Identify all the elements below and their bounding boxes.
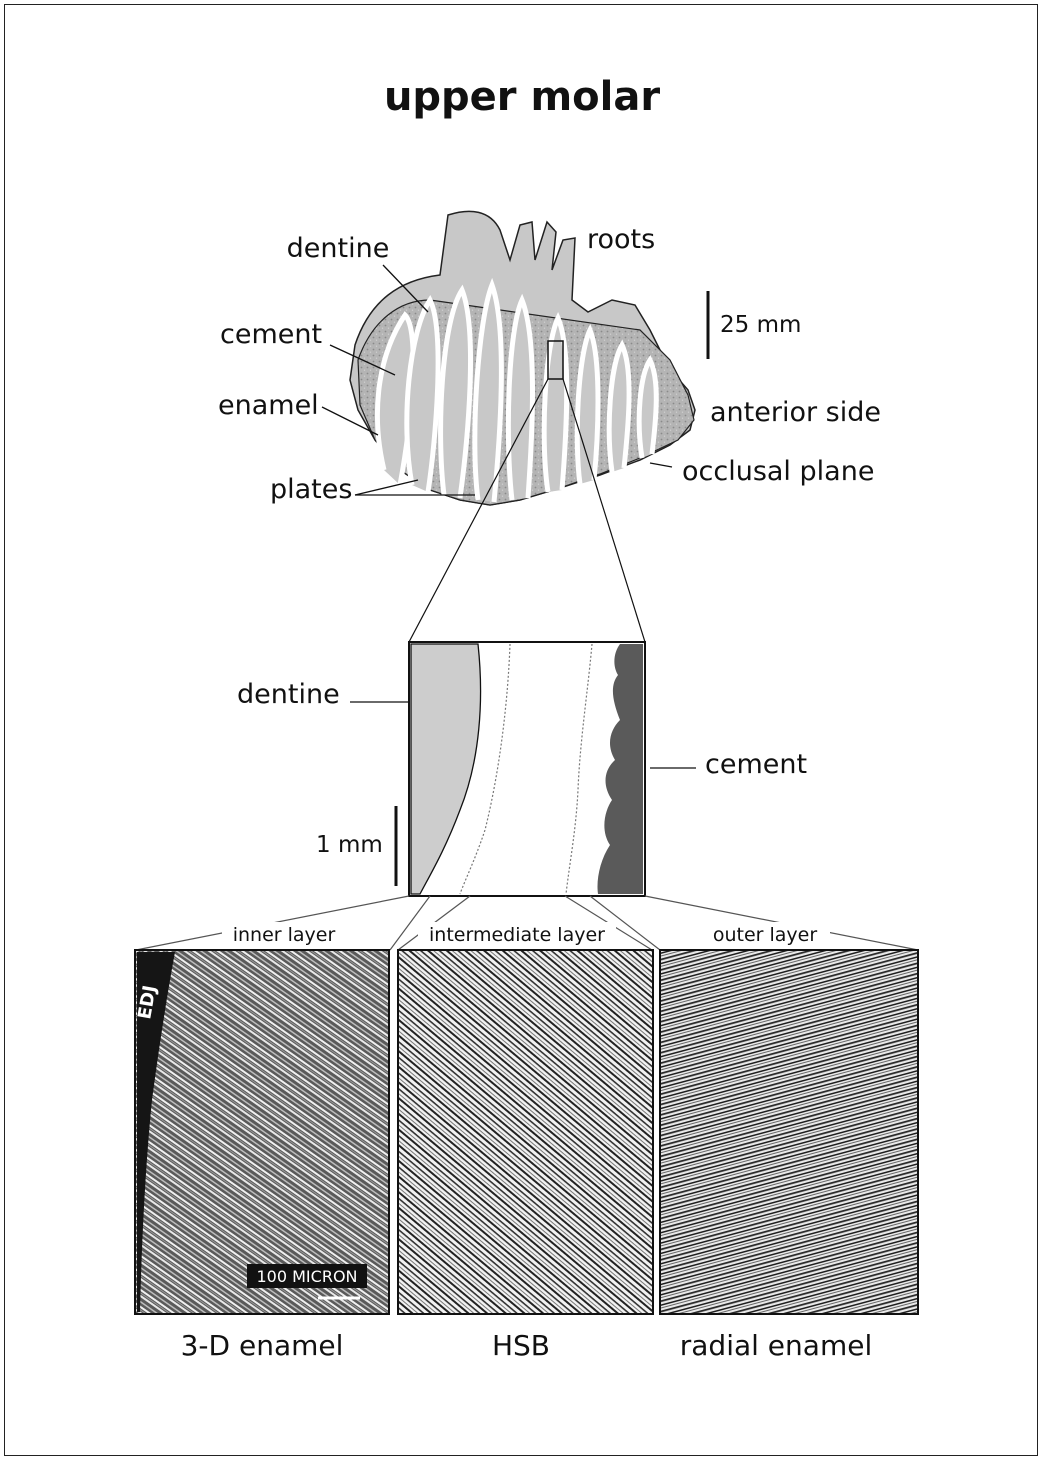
caption-hsb: HSB bbox=[492, 1329, 550, 1362]
label-cement-section: cement bbox=[705, 749, 807, 780]
micrograph-inner: EDJ 100 MICRON bbox=[134, 950, 389, 1314]
micrograph-intermediate bbox=[398, 950, 653, 1314]
label-anterior-side: anterior side bbox=[710, 397, 881, 428]
caption-3d-enamel: 3-D enamel bbox=[181, 1329, 344, 1362]
micrograph-outer bbox=[660, 950, 918, 1314]
label-scale-micron: 100 MICRON bbox=[257, 1267, 358, 1286]
label-scale-25mm: 25 mm bbox=[720, 312, 801, 338]
caption-radial-enamel: radial enamel bbox=[680, 1329, 872, 1362]
label-outer-layer: outer layer bbox=[713, 924, 818, 946]
label-dentine-molar: dentine bbox=[287, 233, 390, 264]
label-cement-molar: cement bbox=[220, 319, 322, 350]
label-scale-1mm: 1 mm bbox=[316, 832, 383, 858]
enamel-section bbox=[409, 642, 645, 896]
label-inner-layer: inner layer bbox=[233, 924, 336, 946]
label-intermediate-layer: intermediate layer bbox=[429, 924, 605, 946]
label-occlusal-plane: occlusal plane bbox=[682, 456, 874, 487]
label-dentine-section: dentine bbox=[237, 679, 340, 710]
label-enamel: enamel bbox=[218, 390, 319, 421]
label-roots: roots bbox=[587, 224, 655, 255]
label-plates: plates bbox=[270, 474, 352, 505]
figure-title: upper molar bbox=[384, 74, 660, 120]
